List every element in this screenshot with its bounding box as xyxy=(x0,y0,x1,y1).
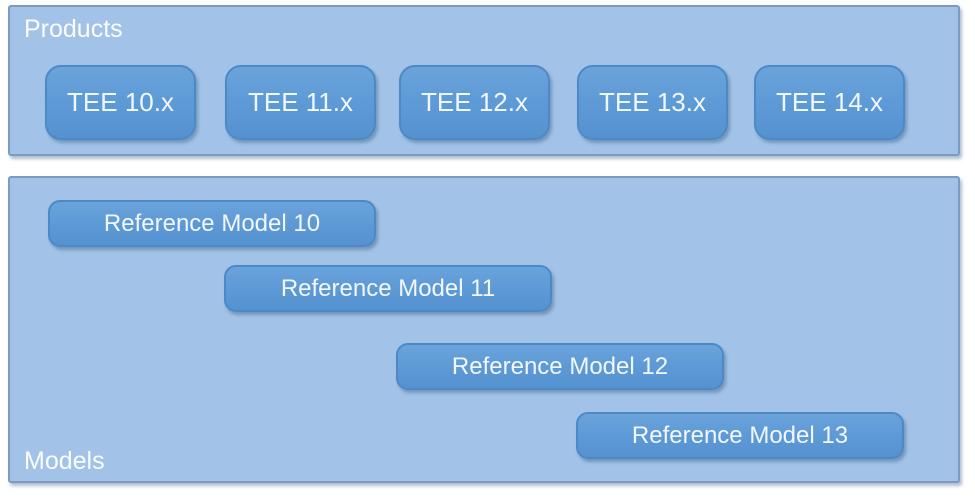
model-node-reference-model-10: Reference Model 10 xyxy=(48,200,376,247)
models-panel: Reference Model 10 Reference Model 11 Re… xyxy=(8,176,960,483)
products-panel-label: Products xyxy=(24,15,123,43)
product-node-tee-11x: TEE 11.x xyxy=(225,65,376,140)
product-node-tee-10x: TEE 10.x xyxy=(45,65,196,140)
models-panel-label: Models xyxy=(24,447,105,476)
product-node-tee-12x: TEE 12.x xyxy=(399,65,550,140)
model-node-reference-model-11: Reference Model 11 xyxy=(224,265,552,312)
model-node-reference-model-12: Reference Model 12 xyxy=(396,343,724,390)
model-node-reference-model-13: Reference Model 13 xyxy=(576,412,904,459)
products-panel: Products TEE 10.x TEE 11.x TEE 12.x TEE … xyxy=(8,5,960,156)
product-node-tee-14x: TEE 14.x xyxy=(754,65,905,140)
product-node-tee-13x: TEE 13.x xyxy=(577,65,728,140)
